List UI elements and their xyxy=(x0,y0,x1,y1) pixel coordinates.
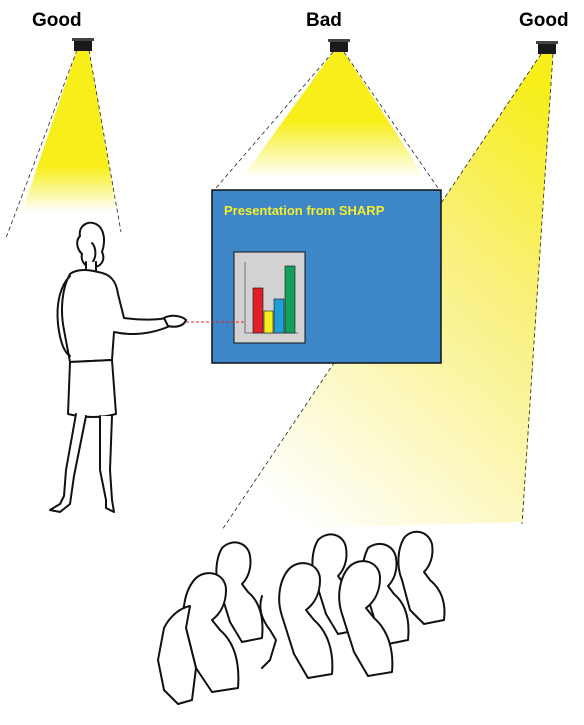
right-light-fixture-icon xyxy=(536,41,558,54)
good-label-right: Good xyxy=(519,10,569,31)
screen-chart-icon xyxy=(233,251,306,344)
bad-label: Bad xyxy=(306,10,342,31)
screen-title: Presentation from SHARP xyxy=(224,203,385,218)
middle-light-fixture-icon xyxy=(328,39,350,52)
presenter-figure xyxy=(49,221,187,513)
left-light-fixture-icon xyxy=(72,38,94,51)
good-label-left: Good xyxy=(32,10,82,31)
left-light-beam xyxy=(5,49,122,239)
audience-figures xyxy=(157,530,446,705)
middle-light-beam xyxy=(215,51,439,189)
